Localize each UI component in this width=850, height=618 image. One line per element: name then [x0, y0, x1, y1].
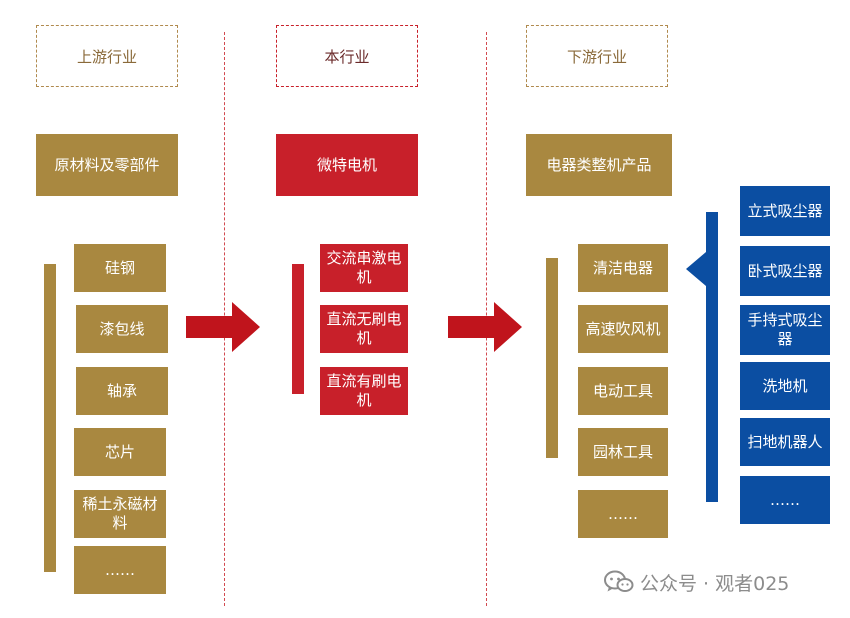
upstream-item: ……: [74, 546, 166, 594]
wechat-icon: [604, 570, 634, 592]
cleaning-bracket: [686, 212, 718, 502]
downstream-item: ……: [578, 490, 668, 538]
upstream-bracket: [44, 264, 56, 572]
cleaning-item: 立式吸尘器: [740, 186, 830, 236]
downstream-item: 高速吹风机: [578, 305, 668, 353]
upstream-item: 稀土永磁材料: [74, 490, 166, 538]
upstream-item: 漆包线: [76, 305, 168, 353]
upstream-item: 硅钢: [74, 244, 166, 292]
header-downstream: 下游行业: [526, 25, 668, 87]
category-upstream: 原材料及零部件: [36, 134, 178, 196]
cleaning-item: 卧式吸尘器: [740, 246, 830, 296]
downstream-item: 清洁电器: [578, 244, 668, 292]
upstream-item: 芯片: [74, 428, 166, 476]
watermark: 公众号 · 观者025: [604, 568, 789, 596]
cleaning-item: 扫地机器人: [740, 418, 830, 466]
category-downstream: 电器类整机产品: [526, 134, 672, 196]
downstream-item: 园林工具: [578, 428, 668, 476]
industry-item: 直流有刷电机: [320, 367, 408, 415]
arrow-right-icon: [448, 302, 522, 352]
header-upstream: 上游行业: [36, 25, 178, 87]
cleaning-item: 手持式吸尘器: [740, 305, 830, 355]
downstream-item: 电动工具: [578, 367, 668, 415]
arrow-right-icon: [186, 302, 260, 352]
industry-item: 交流串激电机: [320, 244, 408, 292]
industry-item: 直流无刷电机: [320, 305, 408, 353]
upstream-item: 轴承: [76, 367, 168, 415]
downstream-bracket: [546, 258, 558, 458]
cleaning-item: ……: [740, 476, 830, 524]
cleaning-item: 洗地机: [740, 362, 830, 410]
header-industry: 本行业: [276, 25, 418, 87]
industry-bracket: [292, 264, 304, 394]
category-industry: 微特电机: [276, 134, 418, 196]
watermark-text: 公众号 · 观者025: [640, 572, 790, 595]
